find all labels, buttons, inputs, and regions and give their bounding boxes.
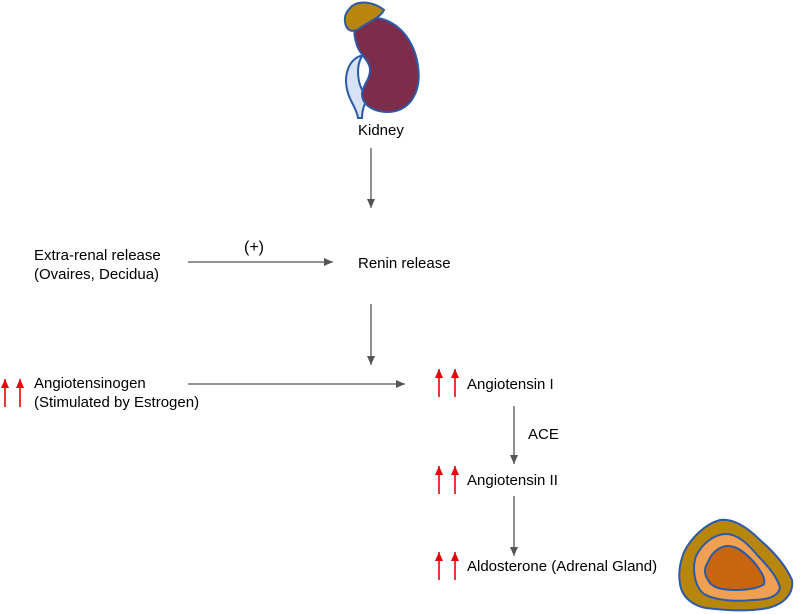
red-up-arrow-icon <box>0 379 24 407</box>
angiotensinogen-label-line2: (Stimulated by Estrogen) <box>34 394 200 411</box>
ace-label: ACE <box>528 426 559 443</box>
red-up-arrow-icon <box>435 466 459 494</box>
angiotensinogen-label-line1: Angiotensinogen <box>34 375 146 392</box>
aldosterone-label: Aldosterone (Adrenal Gland) <box>467 558 658 575</box>
extra-renal-label-line2: (Ovaires, Decidua) <box>34 266 160 283</box>
angiotensin1-label: Angiotensin I <box>467 376 554 393</box>
angiotensin2-label: Angiotensin II <box>467 472 558 489</box>
red-up-arrow-icon <box>435 369 459 397</box>
extra-renal-label-line1: Extra-renal release <box>34 247 161 264</box>
stimulation-sign: (+) <box>244 239 264 256</box>
kidney-icon <box>343 1 420 119</box>
red-up-arrow-icon <box>435 552 459 580</box>
renin-release-label: Renin release <box>358 255 451 272</box>
adrenal-gland-icon <box>678 518 794 612</box>
kidney-label: Kidney <box>358 122 404 139</box>
